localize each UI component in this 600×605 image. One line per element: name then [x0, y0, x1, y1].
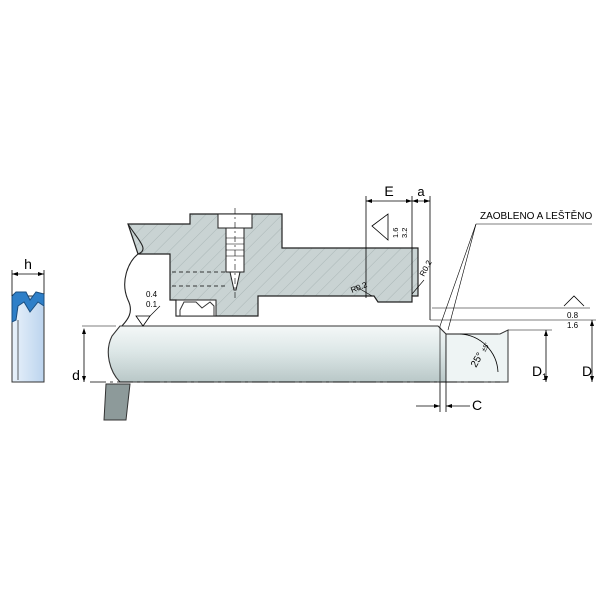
finish-bore-2: 1.6	[567, 321, 579, 330]
seal-lip	[11, 291, 45, 323]
seal-in-groove	[179, 301, 215, 317]
finish-rod: 0.4 0.1	[135, 290, 161, 327]
label-a: a	[417, 184, 425, 199]
rod-cut	[103, 383, 131, 421]
finish-rod-2: 0.1	[146, 300, 158, 309]
label-C: C	[472, 397, 482, 413]
dim-E-a: E a	[365, 183, 431, 320]
rod-body	[107, 325, 447, 383]
rod	[103, 325, 509, 421]
seal-profile: h	[11, 256, 45, 383]
housing-break	[119, 223, 144, 329]
label-D: D	[582, 363, 592, 379]
label-D1-sub: 1	[542, 372, 547, 382]
finish-bore: 0.8 1.6	[432, 295, 590, 330]
note-leader: ZAOBLENO A LEŠTĚNO	[439, 209, 592, 331]
finish-rod-1: 0.4	[146, 290, 158, 299]
dim-D1: D 1	[508, 329, 552, 382]
finish-top-1: 1.6	[391, 228, 400, 238]
note-text: ZAOBLENO A LEŠTĚNO	[480, 209, 592, 222]
housing	[119, 208, 419, 329]
dim-D: D	[430, 319, 596, 382]
label-r-right: R0.2	[418, 258, 434, 278]
label-angle-tol: ±5'	[481, 342, 492, 353]
finish-top: 1.6 3.2	[371, 213, 409, 241]
dim-d: d	[72, 325, 116, 383]
housing-section	[127, 213, 419, 317]
label-D1: D	[532, 363, 542, 379]
label-E: E	[384, 183, 393, 199]
finish-top-2: 3.2	[400, 228, 409, 238]
finish-bore-1: 0.8	[567, 311, 579, 320]
label-d: d	[72, 367, 80, 383]
label-h: h	[24, 256, 32, 272]
dim-C: C	[416, 382, 482, 413]
